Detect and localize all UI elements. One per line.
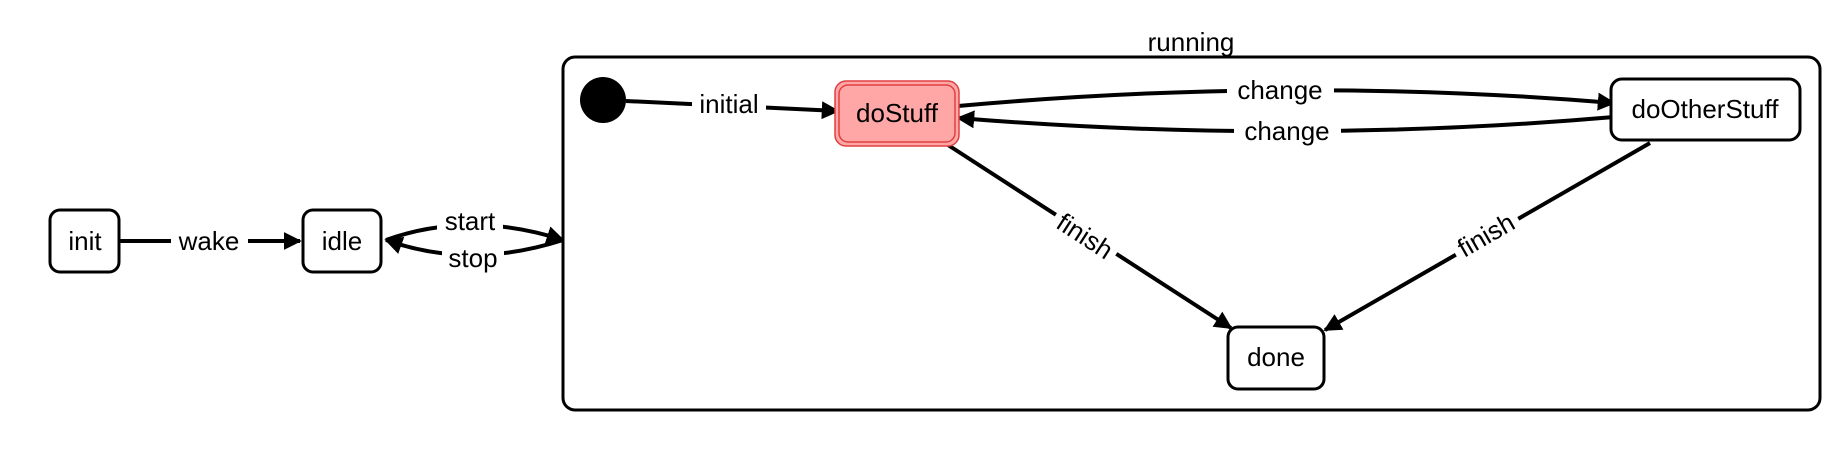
edge-change-back-label: change: [1244, 116, 1329, 146]
state-init[interactable]: init: [48, 208, 121, 274]
edge-change-forward[interactable]: change: [957, 75, 1616, 111]
edge-wake-label-bg: [171, 226, 248, 256]
state-done-box: [1226, 325, 1326, 391]
state-doOtherStuff-box: [1609, 77, 1802, 142]
state-doStuff-inner: [838, 84, 956, 143]
state-idle-box: [301, 208, 383, 274]
edge-stop-label: stop: [448, 243, 497, 273]
state-doOtherStuff-label: doOtherStuff: [1632, 94, 1780, 124]
edge-wake[interactable]: wake: [120, 226, 302, 256]
edge-change-back[interactable]: change: [956, 110, 1615, 146]
edge-wake-label: wake: [178, 226, 240, 256]
state-doStuff-outer: [834, 80, 960, 147]
edge-start[interactable]: start: [385, 206, 565, 244]
edge-initial-label-bg: [692, 89, 766, 119]
edge-start-label-bg: [437, 206, 503, 236]
edge-change-forward-label: change: [1237, 75, 1322, 105]
running-label: running: [1148, 27, 1235, 57]
states: init idle doStuff doOtherStuff done: [48, 77, 1802, 391]
edge-finish-left-label-bg: [1046, 202, 1124, 270]
edge-stop[interactable]: stop: [384, 236, 564, 273]
edge-start-label: start: [445, 206, 496, 236]
edge-stop-label-bg: [442, 243, 504, 273]
edges: wake start stop initial change: [120, 75, 1651, 332]
state-idle[interactable]: idle: [301, 208, 383, 274]
edge-change-forward-label-bg: [1227, 75, 1334, 105]
state-idle-label: idle: [322, 226, 362, 256]
state-doStuff[interactable]: doStuff: [834, 80, 960, 147]
edge-finish-right-label-bg: [1446, 203, 1526, 267]
edge-initial[interactable]: initial: [625, 89, 840, 120]
state-init-label: init: [68, 226, 102, 256]
initial-pseudostate-dot: [580, 77, 626, 123]
state-done[interactable]: done: [1226, 325, 1326, 391]
state-init-box: [48, 208, 121, 274]
edge-initial-label: initial: [699, 89, 758, 119]
edge-change-back-label-bg: [1234, 116, 1341, 146]
state-doStuff-label: doStuff: [856, 98, 939, 128]
state-done-label: done: [1247, 342, 1305, 372]
state-doOtherStuff[interactable]: doOtherStuff: [1609, 77, 1802, 142]
initial-pseudostate[interactable]: [580, 77, 626, 123]
